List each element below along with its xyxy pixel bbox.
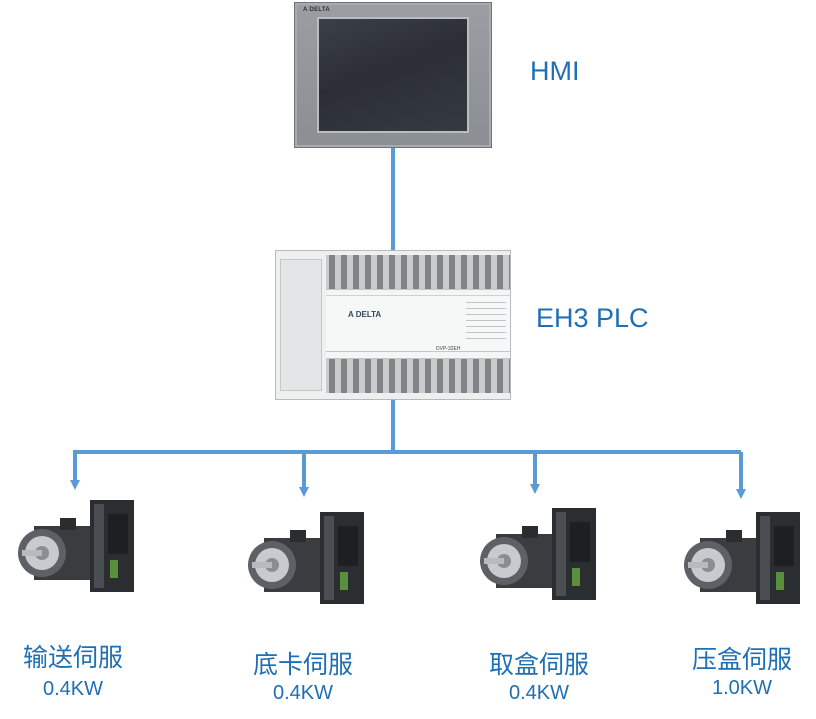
plc-status-leds [466,302,506,342]
servo-1-power: 0.4KW [42,678,104,700]
servo-3-name: 取盒伺服 [488,650,589,679]
servo-unit-4 [678,508,808,608]
servo-2-name: 底卡伺服 [252,650,353,679]
plc-model-text: DVP-32EH [436,346,461,352]
servo-unit-3 [474,504,604,604]
plc-left-panel [280,259,322,391]
plc-top-terminals [326,255,510,289]
hmi-device: A DELTA [294,2,492,148]
hmi-screen [317,17,469,133]
servo-4-power: 1.0KW [711,677,773,699]
servo-2-power: 0.4KW [272,682,334,704]
plc-label: EH3 PLC [536,303,649,333]
servo-motor-drive-icon [18,500,134,592]
servo-1-name: 输送伺服 [22,643,123,672]
plc-bottom-label-strip [326,351,510,359]
servo-motor-drive-icon [684,512,800,604]
plc-device: A DELTA DVP-32EH [275,250,511,400]
servo-unit-2 [242,508,372,608]
servo-3-power: 0.4KW [508,682,570,704]
servo-4-name: 压盒伺服 [691,645,792,674]
hmi-label: HMI [530,56,580,86]
plc-brand-logo: A DELTA [348,310,382,319]
servo-unit-1 [12,496,142,596]
plc-front-panel: A DELTA DVP-32EH [326,295,510,359]
plc-bottom-terminals [326,359,510,393]
servo-motor-drive-icon [248,512,364,604]
servo-motor-drive-icon [480,508,596,600]
hmi-brand-logo: A DELTA [303,7,330,13]
